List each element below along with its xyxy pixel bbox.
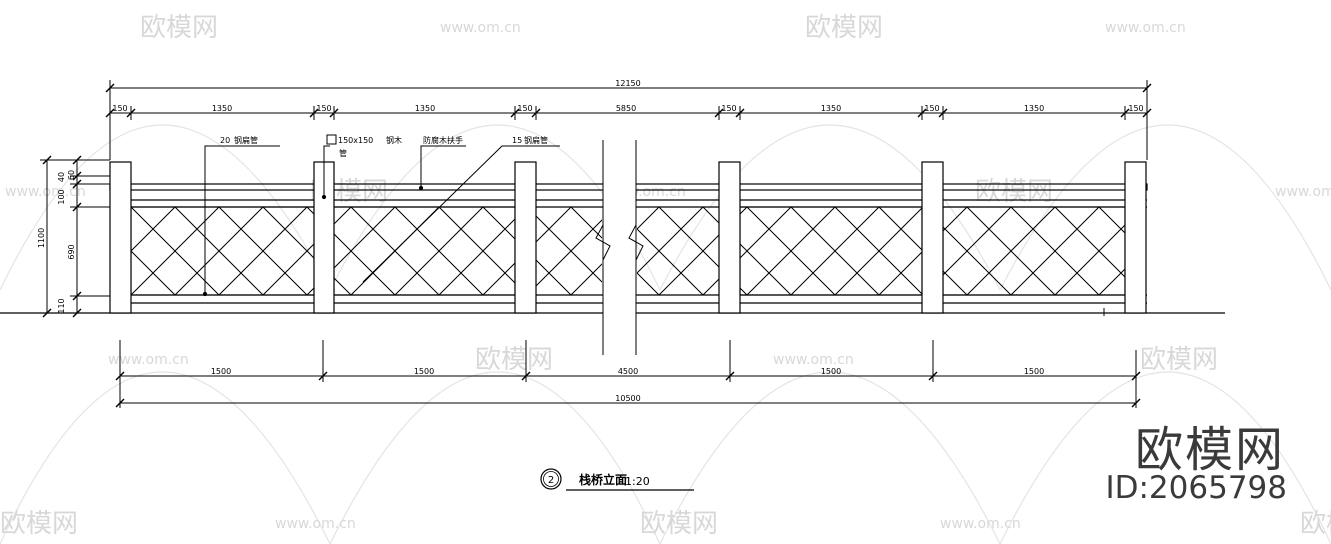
watermark-url: www.om.cn [440, 20, 521, 36]
railing-elevation [0, 140, 1225, 355]
dim-seg: 150 [721, 104, 736, 113]
drawing-title: 栈桥立面 [579, 472, 627, 487]
bottom-dimension-labels: 1500 1500 4500 1500 1500 10500 [211, 367, 1044, 403]
post-section-square-icon [326, 134, 337, 145]
dim-bseg: 4500 [618, 367, 638, 376]
post-4 [718, 161, 741, 314]
detail-number-circle [540, 468, 562, 490]
dim-bseg: 1500 [821, 367, 841, 376]
watermark-url: www.om.cn [940, 516, 1021, 532]
annot-a3-size: 15 [512, 136, 522, 145]
watermark-logo-text: 欧模网 [1140, 345, 1218, 375]
lattice-panel-5 [740, 207, 922, 295]
dim-seg: 150 [316, 104, 331, 113]
dim-bseg: 1500 [211, 367, 231, 376]
dim-overall-bottom: 10500 [615, 394, 640, 403]
dim-seg: 1350 [1024, 104, 1044, 113]
dim-seg: 1350 [821, 104, 841, 113]
watermark-logo-text: 欧模网 [140, 13, 218, 43]
annot-post-material: 钢木 [386, 135, 402, 145]
dim-overall-top: 12150 [615, 79, 640, 88]
annot-post-size: 150x150 [338, 136, 373, 145]
dim-seg: 150 [112, 104, 127, 113]
dim-seg: 150 [517, 104, 532, 113]
dim-seg: 1350 [415, 104, 435, 113]
watermark-logo-text: 欧模网 [640, 509, 718, 539]
watermark-url: www.om.cn [1275, 184, 1331, 200]
annot-rail-text: 防腐木扶手 [423, 135, 463, 145]
dim-total-height: 1100 [37, 228, 46, 248]
annot-a1-size: 20 [220, 136, 230, 145]
dim-panel-690: 690 [67, 244, 76, 259]
top-dimension-lines [105, 80, 1152, 160]
dim-cap-40: 40 [57, 172, 66, 182]
brand-logo-text: 欧模网 [1134, 422, 1285, 478]
watermark-url: www.om.cn [773, 352, 854, 368]
post-6 [1124, 161, 1147, 314]
bottom-dimension-lines [115, 340, 1141, 408]
lattice-panel-3 [536, 207, 602, 295]
lattice-panel-2 [334, 207, 515, 295]
brand-id-label: ID:2065798 [1105, 470, 1287, 506]
dim-middle-break: 5850 [616, 104, 636, 113]
watermark-logo-text: 欧模网 [1300, 509, 1331, 539]
left-dimension-labels: 1100 40 60 100 690 110 [37, 170, 76, 314]
post-1 [109, 161, 132, 314]
dim-bseg: 1500 [414, 367, 434, 376]
watermark-logo-text: 欧模网 [805, 13, 883, 43]
break-symbol-right [628, 224, 644, 261]
dim-bseg: 1500 [1024, 367, 1044, 376]
detail-number: 2 [548, 475, 554, 486]
watermark-url: www.om.cn [275, 516, 356, 532]
lattice-panel-1 [131, 207, 314, 295]
top-dimension-labels: 12150 5850 150 1350 150 1350 150 150 135… [112, 79, 1143, 113]
drawing-title-block: 2 栈桥立面 1:20 [540, 468, 694, 491]
dim-seg: 150 [924, 104, 939, 113]
leader-lines [202, 145, 560, 297]
annot-a3-text: 钢扁管 [524, 135, 548, 145]
leader-labels: 20 钢扁管 150x150 管 钢木 防腐木扶手 15 钢扁管 [220, 135, 548, 158]
drawing-scale: 1:20 [625, 475, 650, 488]
watermark-logo-text: 欧模网 [975, 177, 1053, 207]
annot-a1-text: 钢扁管 [234, 135, 258, 145]
dim-seg: 150 [1128, 104, 1143, 113]
watermark-logo-text: 欧模网 [475, 345, 553, 375]
lattice-panel-6 [943, 207, 1125, 295]
dim-cap-60: 60 [67, 170, 76, 180]
watermark-url: www.om.cn [1105, 20, 1186, 36]
dim-seg: 1350 [212, 104, 232, 113]
watermark-url: www.om.cn [108, 352, 189, 368]
annot-post-suffix: 管 [339, 148, 347, 158]
lattice-panel-4 [637, 207, 719, 295]
post-5 [921, 161, 944, 314]
watermark-logo-text: 欧模网 [0, 509, 78, 539]
dim-rail-100: 100 [57, 189, 66, 204]
watermark-url: www.om.cn [5, 184, 86, 200]
break-symbol-left [595, 224, 611, 261]
post-3 [514, 161, 537, 314]
watermarks: 欧模网 www.om.cn 欧模网 www.om.cn www.om.cn 欧模… [0, 13, 1331, 539]
dim-base-110: 110 [57, 298, 66, 313]
